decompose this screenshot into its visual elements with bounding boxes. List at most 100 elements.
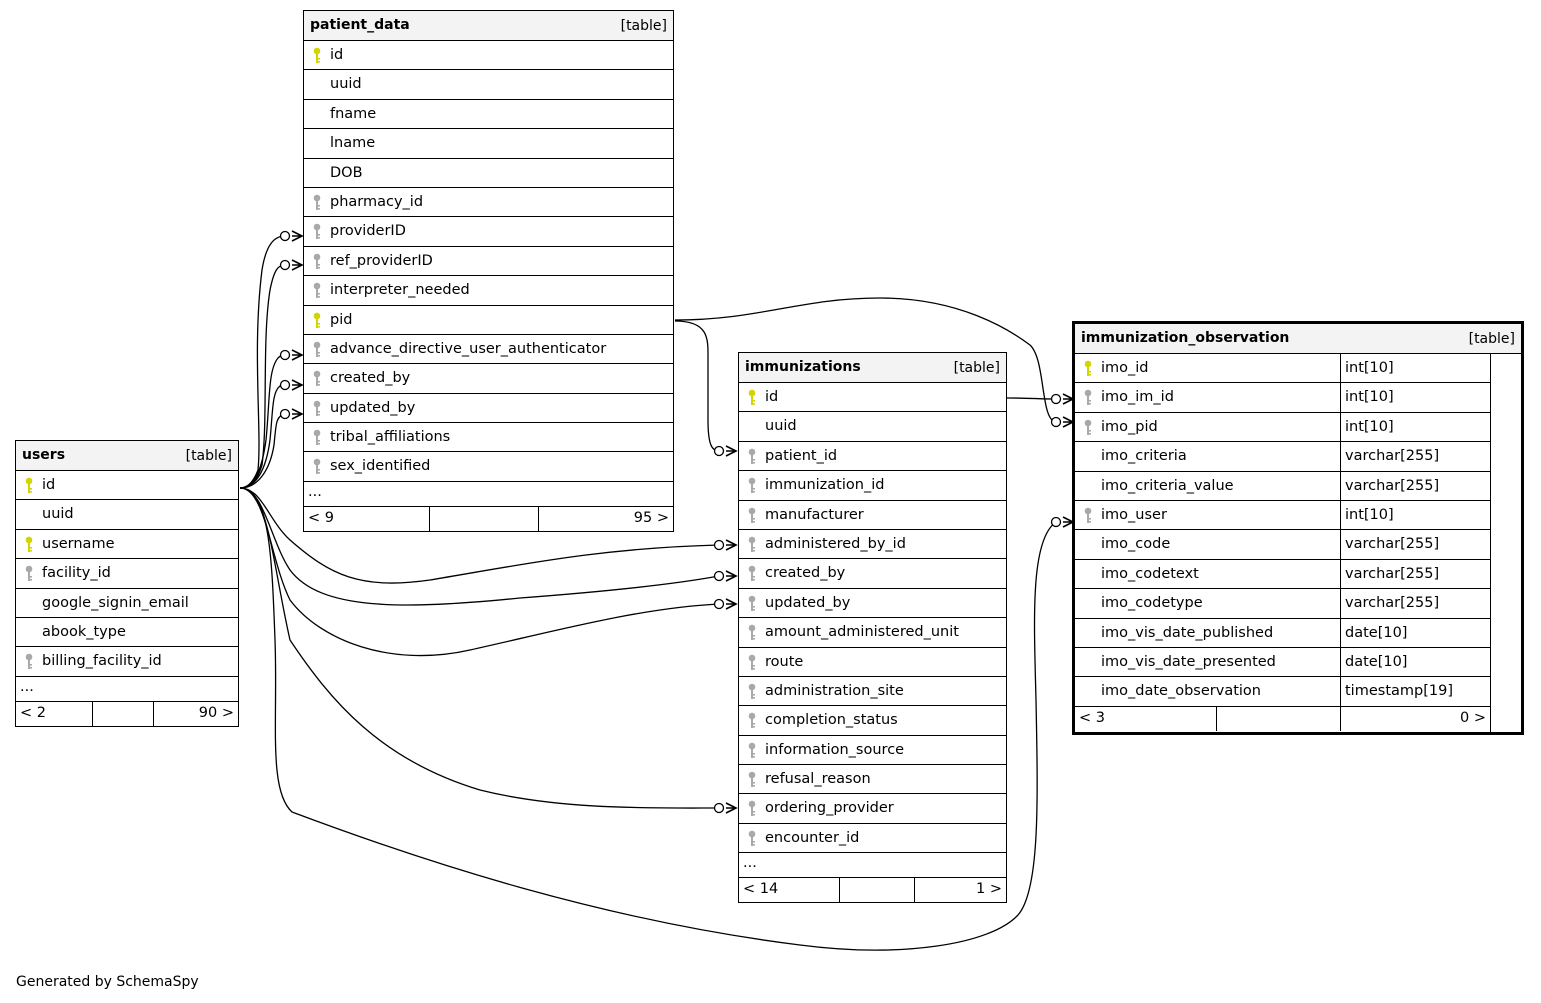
column-row[interactable]: patient_id [739,442,1006,472]
column-row[interactable]: abook_type [16,618,238,648]
column-row[interactable]: id [739,383,1006,413]
column-name: uuid [330,76,362,93]
column-row[interactable]: google_signin_email [16,589,238,618]
column-name: abook_type [42,623,126,640]
column-name: advance_directive_user_authenticator [330,340,607,357]
column-row[interactable]: billing_facility_id [16,647,238,677]
more-columns: ... [16,677,238,702]
column-row[interactable]: id [16,471,238,501]
column-row[interactable]: lname [304,129,673,159]
column-name: billing_facility_id [42,653,162,670]
edge-id-imo_im_id [1006,397,1057,400]
column-row[interactable]: uuid [16,500,238,530]
column-type: timestamp[19] [1345,683,1453,700]
column-name: imo_date_observation [1101,683,1261,700]
column-row[interactable]: ordering_provider [739,794,1006,824]
column-name: username [42,535,115,552]
column-name: imo_criteria_value [1101,477,1234,494]
edge-users-ordering_provider [239,487,720,809]
column-name: created_by [330,370,411,387]
column-row[interactable]: updated_by [304,394,673,424]
edge-users-administered_by_id [239,487,720,584]
column-row[interactable]: uuid [304,70,673,100]
column-name: amount_administered_unit [765,624,959,641]
column-row[interactable]: tribal_affiliations [304,423,673,453]
column-name: pharmacy_id [330,193,424,210]
column-name: manufacturer [765,506,864,523]
column-row[interactable]: manufacturer [739,501,1006,530]
column-row[interactable]: id [304,41,673,71]
column-row[interactable]: providerID [304,217,673,247]
column-row[interactable]: administration_site [739,677,1006,707]
column-row[interactable]: refusal_reason [739,765,1006,795]
column-name: ref_providerID [330,252,433,269]
foreign-key-icon [747,595,757,613]
table-tag: [table] [953,360,1000,376]
column-name: interpreter_needed [330,282,470,299]
column-row[interactable]: ref_providerID [304,247,673,277]
column-row[interactable]: username [16,530,238,560]
column-row[interactable]: updated_by [739,589,1006,619]
table-header: immunization_observation [table] [1075,324,1521,354]
column-row[interactable]: pid [304,306,673,335]
column-row[interactable]: imo_date_observation timestamp[19] [1075,677,1490,707]
credit-text: Generated by SchemaSpy [16,974,199,990]
column-row[interactable]: created_by [739,559,1006,589]
column-type: date[10] [1345,653,1408,670]
column-type: int[10] [1345,418,1394,435]
column-row[interactable]: fname [304,100,673,130]
column-row[interactable]: facility_id [16,559,238,589]
column-divider [1340,500,1341,530]
edge-users-advance_directive [239,354,286,489]
column-row[interactable]: information_source [739,736,1006,766]
table-header: users [table] [16,441,238,471]
column-row[interactable]: imo_user int[10] [1075,500,1490,531]
column-row[interactable]: created_by [304,364,673,394]
column-row[interactable]: uuid [739,412,1006,442]
column-row[interactable]: encounter_id [739,824,1006,854]
column-name: imo_user [1101,506,1167,523]
children-count: 95 > [633,509,669,526]
column-row[interactable]: imo_vis_date_presented date[10] [1075,647,1490,678]
column-row[interactable]: advance_directive_user_authenticator [304,335,673,365]
column-type: int[10] [1345,506,1394,523]
children-count: 90 > [198,704,234,721]
column-row[interactable]: sex_identified [304,452,673,482]
primary-key-icon [1083,360,1093,378]
column-row[interactable]: route [739,648,1006,677]
column-name: route [765,653,804,670]
foreign-key-icon [24,653,34,671]
column-row[interactable]: completion_status [739,706,1006,736]
foreign-key-icon [747,448,757,466]
column-name: google_signin_email [42,594,189,611]
column-name: administration_site [765,682,904,699]
column-type: varchar[255] [1345,536,1440,553]
column-name: imo_vis_date_presented [1101,653,1276,670]
column-name: imo_codetype [1101,595,1203,612]
column-row[interactable]: immunization_id [739,471,1006,501]
column-name: id [42,477,56,493]
column-row[interactable]: interpreter_needed [304,276,673,306]
column-divider [1340,354,1341,383]
foreign-key-icon [312,370,322,388]
edge-pid-patient_id [674,320,720,452]
foreign-key-icon [312,282,322,300]
column-row[interactable]: administered_by_id [739,530,1006,560]
column-row[interactable]: amount_administered_unit [739,618,1006,648]
column-row[interactable]: pharmacy_id [304,188,673,218]
column-row[interactable]: DOB [304,159,673,188]
column-name: uuid [765,418,797,435]
